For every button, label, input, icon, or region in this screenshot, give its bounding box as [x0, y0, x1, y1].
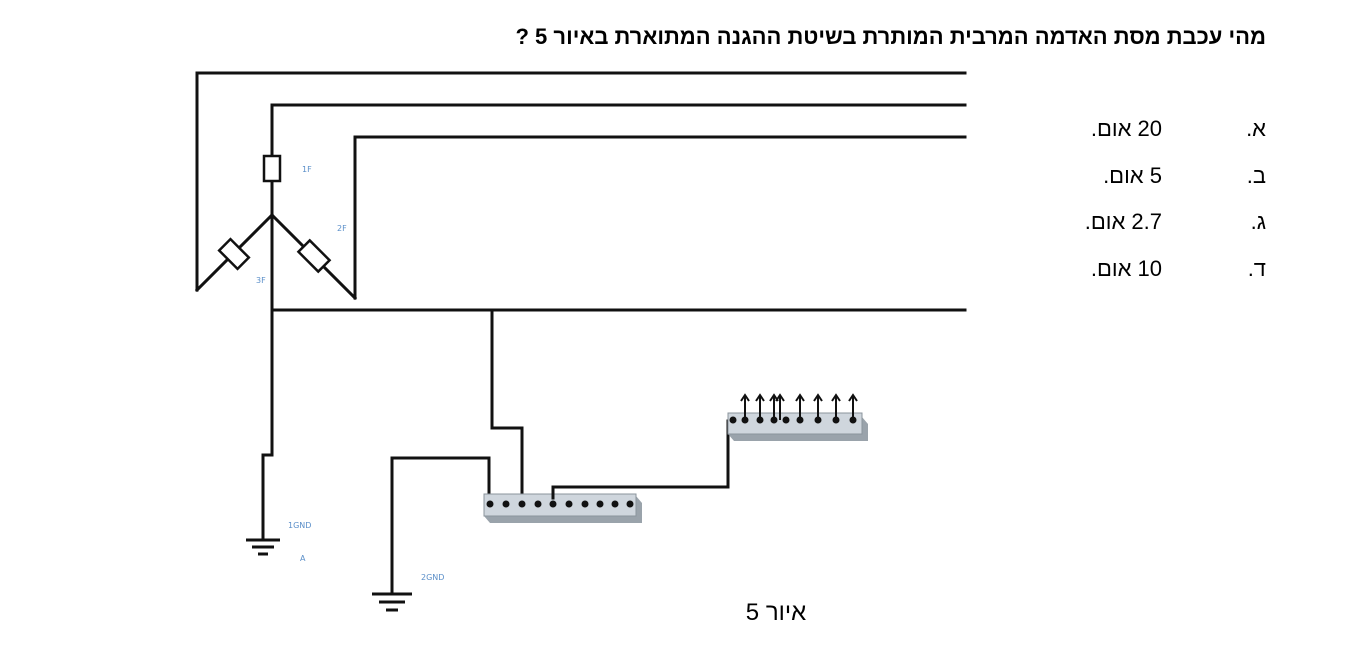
- ground-2-label: 2GND: [421, 573, 444, 582]
- answer-list: א. 20 אום. ב. 5 אום. ג. 2.7 אום. ד. 10 א…: [1006, 112, 1266, 298]
- consumer-busbar: [727, 393, 868, 441]
- bus-link-wire: [551, 419, 742, 500]
- neutral-drop-wire: [490, 308, 524, 502]
- answer-value: 10 אום.: [1090, 255, 1162, 281]
- phase-line-3: [353, 135, 967, 300]
- question-text: מהי עכבת מסת האדמה המרבית המותרת בשיטת ה…: [515, 24, 1266, 49]
- answer-value: 2.7 אום.: [1084, 209, 1162, 234]
- phase-line-2: [270, 103, 967, 158]
- ground-1-sublabel: A: [300, 554, 306, 563]
- circuit-diagram: 1F 2F 3F 1GND A 2GND: [194, 71, 967, 626]
- answer-option-c[interactable]: ג. 2.7 אום.: [1006, 205, 1266, 252]
- answer-value: 20 אום.: [1090, 116, 1162, 141]
- answer-letter: ד.: [1247, 255, 1266, 281]
- answer-option-b[interactable]: ב. 5 אום.: [1006, 159, 1266, 206]
- answer-letter: ב.: [1246, 162, 1266, 188]
- transformer-star: [194, 179, 358, 457]
- fuse-1-icon: [262, 154, 282, 183]
- fuse-3-icon: [217, 237, 251, 271]
- phase-line-1: [195, 71, 967, 292]
- earth-busbar: [483, 493, 642, 523]
- fuse-2-label: 2F: [337, 224, 347, 233]
- fuse-3-label: 3F: [256, 276, 266, 285]
- ground-1-wire: [261, 453, 274, 540]
- fuse-1-label: 1F: [302, 165, 312, 174]
- answer-letter: א.: [1246, 116, 1266, 141]
- ground-1-label: 1GND: [288, 521, 311, 530]
- ground-2-wire: [390, 456, 491, 594]
- ground-1-icon: [246, 538, 280, 556]
- ground-2-icon: [372, 592, 412, 612]
- answer-option-d[interactable]: ד. 10 אום.: [1006, 252, 1266, 299]
- figure-caption: איור 5: [746, 599, 806, 626]
- answer-letter: ג.: [1250, 209, 1266, 234]
- answer-option-a[interactable]: א. 20 אום.: [1006, 112, 1266, 159]
- answer-value: 5 אום.: [1103, 162, 1162, 188]
- fuse-2-icon: [296, 238, 332, 274]
